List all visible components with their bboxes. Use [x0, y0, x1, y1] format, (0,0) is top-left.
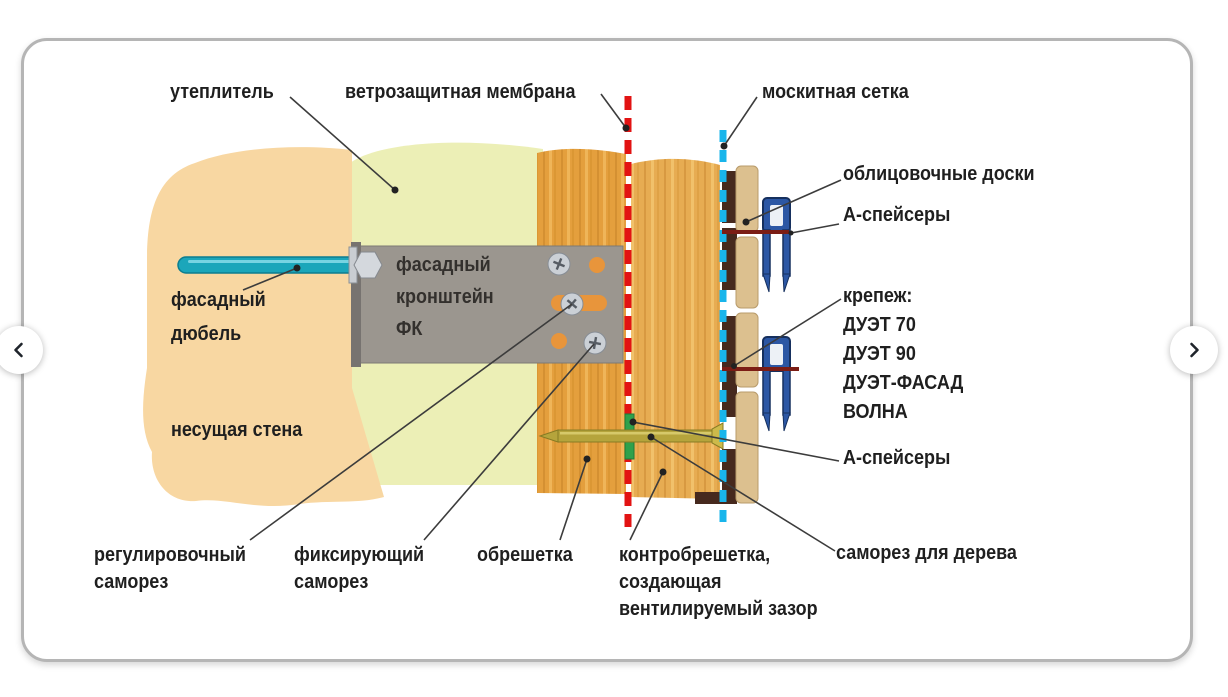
label-adjusting-screw: регулировочный саморез	[94, 544, 246, 593]
counter-battens-layer	[631, 158, 720, 499]
label-a-spacers-top: А-спейсеры	[843, 204, 951, 226]
label-insulation: утеплитель	[170, 81, 274, 103]
duet-screws	[722, 230, 799, 371]
next-slide-button[interactable]	[1170, 326, 1218, 374]
load-bearing-wall-shape	[143, 147, 384, 506]
bracket-hole	[551, 333, 567, 349]
a-spacer-clip	[762, 336, 791, 432]
label-facade-dowel: фасадный дюбель	[171, 289, 266, 345]
label-fasteners-list: крепеж: ДУЭТ 70 ДУЭТ 90 ДУЭТ-ФАСАД ВОЛНА	[843, 285, 964, 423]
label-a-spacers-bottom: А-спейсеры	[843, 447, 951, 469]
label-battens: обрешетка	[477, 544, 573, 566]
facade-dowel-shape	[177, 246, 383, 284]
prev-slide-button[interactable]	[0, 326, 43, 374]
chevron-right-icon	[1190, 342, 1199, 358]
facade-bracket-shape	[351, 242, 624, 367]
label-facing-boards: облицовочные доски	[843, 163, 1035, 185]
label-counter-battens: контробрешетка, создающая вентилируемый …	[619, 544, 818, 620]
chevron-left-icon	[14, 342, 23, 358]
label-mosquito-net: москитная сетка	[762, 81, 909, 103]
label-wood-screw: саморез для дерева	[836, 542, 1017, 564]
leader-lines	[242, 93, 842, 552]
label-facade-bracket: фасадный кронштейн ФК	[396, 254, 494, 340]
label-membrane: ветрозащитная мембрана	[345, 81, 576, 103]
label-load-bearing-wall: несущая стена	[171, 419, 303, 441]
screw-head	[547, 252, 571, 276]
wood-screw-shape	[538, 422, 724, 450]
leader-dots	[293, 124, 794, 476]
facing-boards-shapes	[735, 165, 759, 504]
bracket-hole	[589, 257, 605, 273]
label-fixing-screw: фиксирующий саморез	[294, 544, 425, 593]
